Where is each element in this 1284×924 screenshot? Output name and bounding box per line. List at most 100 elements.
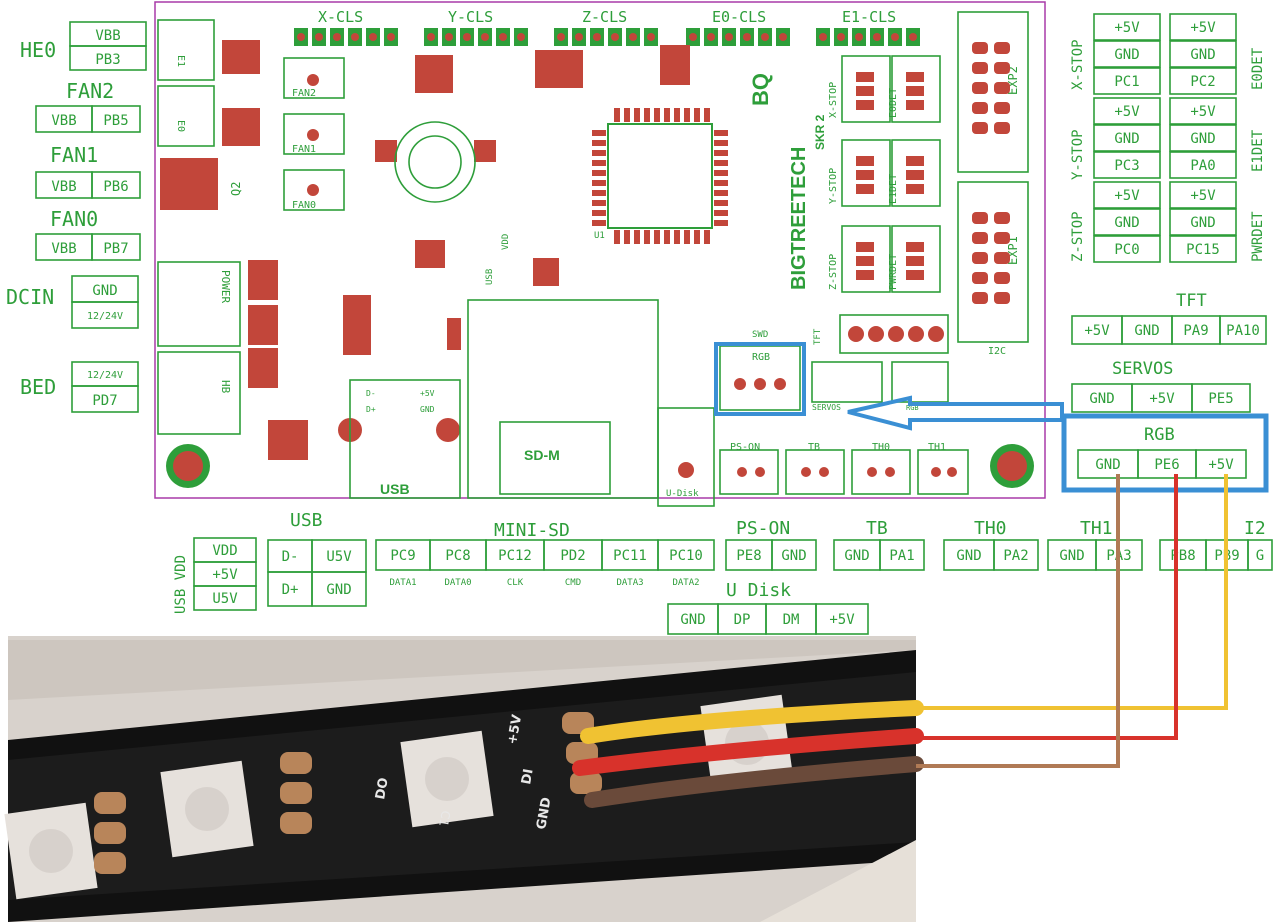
pin-tb-1-box [879, 539, 925, 571]
label-udisk: U Disk [726, 580, 791, 601]
cls-pin-pad [707, 33, 715, 41]
label-fan1: FAN1 [50, 143, 98, 167]
exp-pad [994, 102, 1010, 114]
mcu-pin [634, 230, 640, 244]
mcu-pin [704, 230, 710, 244]
exp-pad [994, 42, 1010, 54]
endstop-pad [856, 256, 874, 266]
pin-xstop-2: PC1 [1114, 74, 1139, 90]
strip-label-di: DI [519, 768, 536, 786]
cls-pin-pad [629, 33, 637, 41]
pin-pwrdet-1: GND [1190, 215, 1215, 231]
strip-label-gnd: GND [534, 796, 554, 831]
strip-label-5v: +5V [505, 714, 525, 746]
mcu-pin [714, 180, 728, 186]
led-lens-0 [29, 829, 73, 873]
copper-pad [94, 852, 126, 874]
label-tft: TFT [1176, 291, 1207, 311]
endstop-pad [906, 170, 924, 180]
pin-udisk-1: DP [734, 612, 751, 628]
svg-text:12/24V: 12/24V [87, 370, 123, 381]
pin-e0det-1-box [1169, 40, 1237, 68]
terminal-power-label: POWER [219, 270, 232, 303]
mcu-pin [714, 220, 728, 226]
svg-text:+5V: +5V [420, 389, 435, 398]
pin-sd-sub-1: DATA0 [444, 578, 471, 588]
board-servos-label: SERVOS [812, 403, 841, 412]
pin-pwrdet-1-box [1169, 208, 1237, 236]
label-mini-sd: MINI-SD [494, 520, 570, 541]
photo-wire-data [572, 728, 924, 776]
terminal-hb [157, 351, 241, 435]
pin-xstop-1-box [1093, 40, 1161, 68]
cls-pin-pad [647, 33, 655, 41]
sd-slot [499, 421, 611, 495]
exp-pad [972, 252, 988, 264]
cls-pin-pad [761, 33, 769, 41]
svg-text:VDD: VDD [501, 234, 511, 250]
cls-pin-pad [517, 33, 525, 41]
label-pwrdet: PWRDET [1250, 211, 1266, 262]
photo-wire-5v [580, 700, 924, 744]
pin-zstop-1-box [1093, 208, 1161, 236]
pin-ps_on-0: PE8 [736, 548, 761, 564]
highlight-arrow [847, 395, 1064, 431]
usb-port [349, 379, 461, 499]
board-bottom-connectors: RGB SERVOS RGB PS-ON TB TH0 TH1 [719, 345, 1034, 495]
exp-pad [972, 62, 988, 74]
cls-pin-pad [593, 33, 601, 41]
mcu-pin [674, 108, 680, 122]
exp-pad [972, 42, 988, 54]
exp-pad [972, 292, 988, 304]
mcu-pin [704, 108, 710, 122]
exp1-connector [957, 181, 1029, 343]
svg-text:PB5: PB5 [103, 113, 128, 129]
endstop-pad [856, 156, 874, 166]
cls-pin-pad [873, 33, 881, 41]
mcu-pin [654, 230, 660, 244]
cls-pin-pad [481, 33, 489, 41]
pin-tft-1: GND [1134, 323, 1159, 339]
terminal-e1 [157, 19, 215, 81]
header-e1cls: E1-CLS [842, 8, 896, 26]
mcu-pin [592, 130, 606, 136]
led-lens-2 [425, 757, 469, 801]
label-fan2: FAN2 [66, 79, 114, 103]
exp-pad [972, 232, 988, 244]
svg-text:USB: USB [485, 269, 495, 285]
label-servos: SERVOS [1112, 359, 1173, 379]
sd-usb-area: USB D- D+ +5V GND SD-M U-Disk USB VDD [349, 234, 715, 507]
endstop-pad [856, 170, 874, 180]
header-zcls: Z-CLS [582, 8, 627, 26]
endstop-pad [906, 242, 924, 252]
header-e0cls: E0-CLS [712, 8, 766, 26]
exp-pad [994, 272, 1010, 284]
svg-text:VBB: VBB [95, 28, 120, 44]
svg-text:D-: D- [366, 389, 376, 398]
exp-pad [994, 82, 1010, 94]
pin-rgb-1: PE6 [1154, 457, 1179, 473]
pin-ystop-2-box [1093, 151, 1161, 179]
pin-udisk-3: +5V [829, 612, 855, 628]
pin-e1det-2: PA0 [1190, 158, 1215, 174]
board-swd-label: SWD [752, 330, 768, 340]
exp-pad [972, 212, 988, 224]
cls-pin-pad [427, 33, 435, 41]
left-pin-labels: HE0 VBB PB3 FAN2 VBB PB5 FAN1 VBB PB6 FA… [6, 21, 147, 413]
cls-pin-pad [351, 33, 359, 41]
pin-e1det-0-box [1169, 97, 1237, 125]
board-udisk-label: U-Disk [666, 489, 699, 499]
pin-tb-0: GND [844, 548, 869, 564]
mcu-pin [664, 108, 670, 122]
board-tb-label: TB [808, 442, 820, 453]
copper-pad [280, 782, 312, 804]
pin-tft-2: PA9 [1183, 323, 1208, 339]
pin-xstop-0-box [1093, 13, 1161, 41]
svg-text:VBB: VBB [51, 241, 76, 257]
exp-pad [994, 232, 1010, 244]
exp-pad [972, 272, 988, 284]
mcu-pin [592, 140, 606, 146]
mcu-pin [664, 230, 670, 244]
cls-pin-pad [909, 33, 917, 41]
